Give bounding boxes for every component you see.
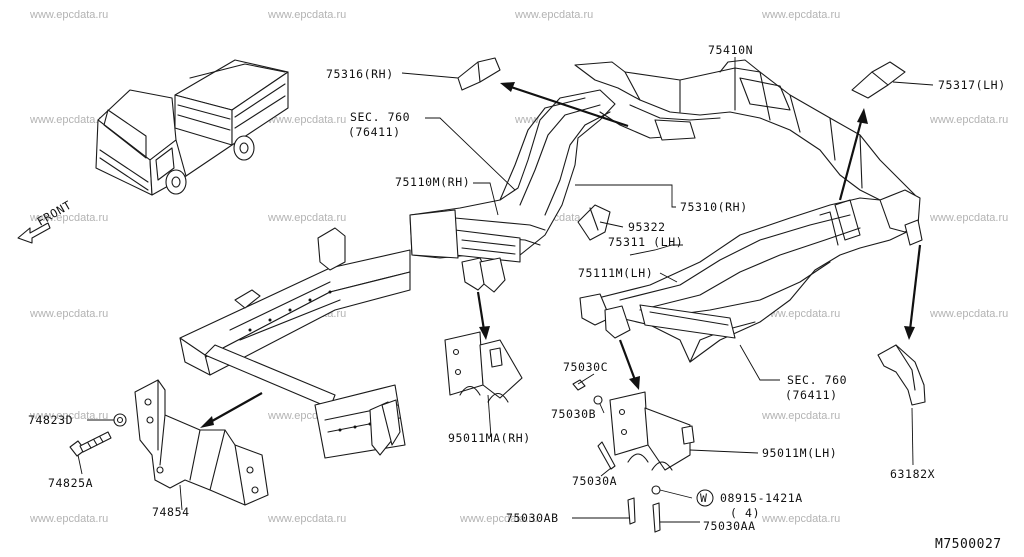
label-74825A: 74825A [48, 476, 93, 490]
label-74854: 74854 [152, 505, 190, 519]
label-63182X: 63182X [890, 467, 935, 481]
watermark: www.epcdata.ru [761, 513, 840, 525]
label-75311: 75311 (LH) [608, 235, 683, 249]
label-75111M: 75111M(LH) [578, 266, 653, 280]
watermark: www.epcdata.ru [29, 513, 108, 525]
arrowhead-icon [479, 326, 490, 340]
watermark: www.epcdata.ru [29, 114, 108, 126]
bolt-75030AB [627, 497, 636, 525]
label-74823D: 74823D [28, 413, 73, 427]
label-95011M: 95011M(LH) [762, 446, 837, 460]
label-75030AA: 75030AA [703, 519, 756, 533]
watermark: www.epcdata.ru [267, 114, 346, 126]
bolt-75030AA [652, 502, 661, 533]
nut-75030C [572, 379, 586, 391]
watermark: www.epcdata.ru [459, 513, 538, 525]
label-75316: 75316(RH) [326, 67, 394, 81]
watermark: www.epcdata.ru [29, 9, 108, 21]
arrowhead-icon [857, 108, 868, 124]
bolt-75030A [597, 441, 616, 470]
bolt-74825A [69, 431, 112, 457]
label-95011MA: 95011MA(RH) [448, 431, 531, 445]
watermark: www.epcdata.ru [761, 410, 840, 422]
label-sec760-rh-sub: (76411) [348, 125, 401, 139]
hanger-95011MA [444, 331, 523, 403]
label-sec760-lh-sub: (76411) [785, 388, 838, 402]
label-75030B: 75030B [551, 407, 596, 421]
label-75030C: 75030C [563, 360, 608, 374]
main-frame-assembly [409, 59, 923, 363]
watermark: www.epcdata.ru [267, 513, 346, 525]
arrowhead-icon [200, 416, 214, 428]
part-63182X [877, 344, 926, 406]
chassis-detail [179, 227, 411, 459]
arrowhead-icon [904, 326, 915, 340]
label-75310: 75310(RH) [680, 200, 748, 214]
watermark: www.epcdata.ru [929, 114, 1008, 126]
frame-arrows [476, 82, 922, 390]
watermark: www.epcdata.ru [929, 212, 1008, 224]
label-sec760-rh: SEC. 760 [350, 110, 410, 124]
watermark: www.epcdata.ru [267, 212, 346, 224]
arrow-to-bracket [204, 392, 263, 426]
watermark: www.epcdata.ru [267, 9, 346, 21]
watermark: www.epcdata.ru [929, 308, 1008, 320]
label-75030AB: 75030AB [506, 511, 559, 525]
front-arrow-icon [17, 222, 51, 244]
washer-74823D [113, 413, 127, 427]
washer-symbol-letter: W [700, 491, 708, 505]
hanger-95011M [609, 391, 695, 471]
plate-75317 [851, 61, 906, 99]
catalog-code: M7500027 [935, 537, 1002, 552]
truck-illustration [95, 59, 289, 196]
watermark: www.epcdata.ru [761, 308, 840, 320]
washer-75030B [593, 395, 603, 405]
label-75030A: 75030A [572, 474, 617, 488]
label-08915: 08915-1421A [720, 491, 803, 505]
bracket-95322 [577, 204, 611, 241]
plate-75316 [457, 57, 501, 91]
watermark: www.epcdata.ru [29, 212, 108, 224]
watermark: www.epcdata.ru [29, 410, 108, 422]
label-08915-qty: ( 4) [730, 506, 760, 520]
arrowhead-icon [629, 376, 640, 390]
label-95322: 95322 [628, 220, 666, 234]
bracket-74854 [134, 379, 269, 506]
watermark: www.epcdata.ru [514, 9, 593, 21]
label-sec760-lh: SEC. 760 [787, 373, 847, 387]
label-75317: 75317(LH) [938, 78, 1006, 92]
fasteners-75030 [572, 379, 661, 533]
watermark: www.epcdata.ru [761, 9, 840, 21]
arrowhead-icon [500, 82, 515, 92]
part-labels: 75410N 75316(RH) 75317(LH) SEC. 760 (764… [28, 43, 1006, 533]
label-75410N: 75410N [708, 43, 753, 57]
leader-lines [77, 57, 934, 523]
washer-08915 [651, 485, 661, 495]
washer-symbol-icon [696, 489, 714, 507]
watermark: www.epcdata.ru [29, 308, 108, 320]
label-75110M: 75110M(RH) [395, 175, 470, 189]
